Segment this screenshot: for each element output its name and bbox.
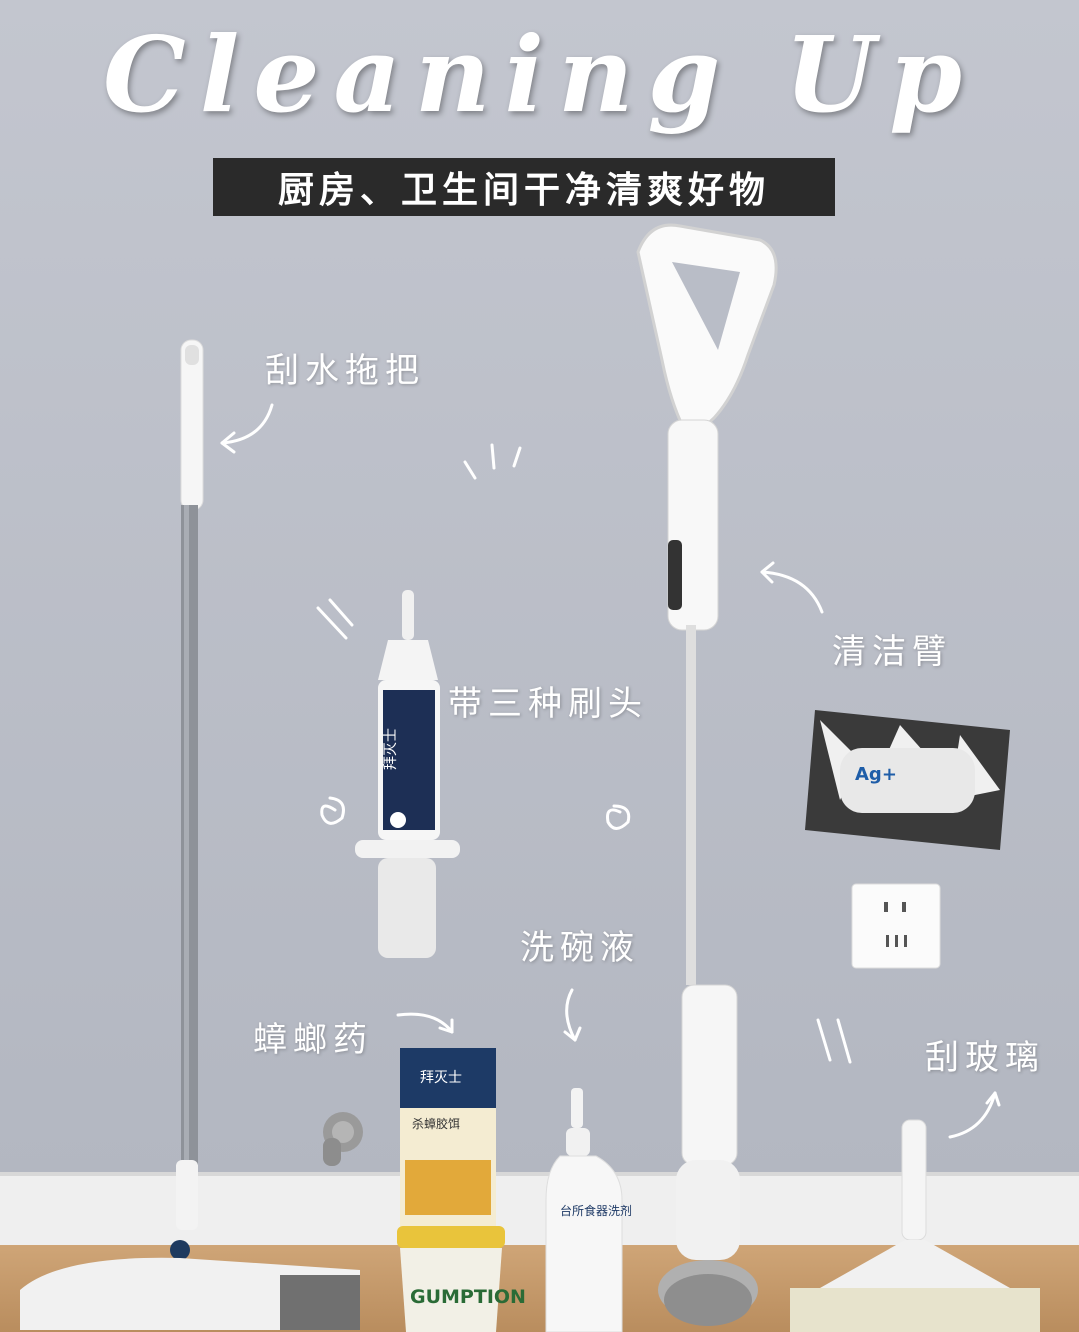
box-brand-text: 拜灭士: [420, 1070, 462, 1086]
subtitle-banner: 厨房、卫生间干净清爽好物: [213, 158, 835, 216]
label-brush-heads: 带三种刷头: [448, 684, 648, 724]
label-cleaning-arm: 清洁臂: [832, 632, 952, 672]
gumption-tub: GUMPTION: [397, 1226, 526, 1332]
label-dish-soap: 洗碗液: [520, 928, 640, 968]
page-title: Cleaning Up: [103, 13, 976, 136]
wipes-brand-text: Ag+: [855, 764, 897, 785]
tub-name-text: GUMPTION: [410, 1286, 526, 1308]
wall-socket: [851, 883, 941, 969]
dish-soap-bottle: 台所食器洗剂: [545, 1088, 632, 1332]
box-name-text: 杀蟑胶饵: [412, 1116, 460, 1131]
electric-spin-brush: [636, 223, 778, 1326]
bottle-brand-text: 台所食器洗剂: [560, 1203, 632, 1218]
label-mop: 刮水拖把: [265, 351, 425, 391]
glass-wiper: [790, 1119, 1040, 1332]
gel-brand-text: 拜灭士: [383, 728, 399, 770]
roach-gel-syringe: 拜灭士: [355, 590, 460, 958]
doodle-arrows: [220, 403, 1001, 1139]
roach-bait-box: 拜灭士 杀蟑胶饵: [400, 1048, 496, 1230]
label-roach-bait: 蟑螂药: [253, 1020, 373, 1060]
squeegee-mop: [20, 339, 360, 1330]
wet-wipes-pack: Ag+: [805, 710, 1010, 850]
label-glass-wiper: 刮玻璃: [925, 1038, 1045, 1078]
wall-hook: [323, 1112, 363, 1166]
